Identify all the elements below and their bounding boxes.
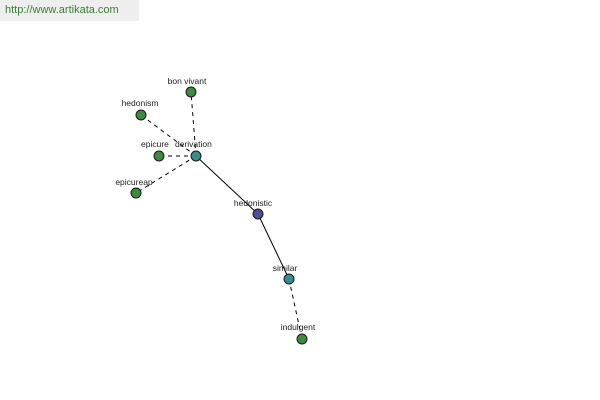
node-label-derivation[interactable]: derivation — [175, 139, 212, 149]
edge-similar-indulgent — [288, 278, 303, 340]
watermark-banner: http://www.artikata.com — [0, 0, 139, 21]
edge-derivation-epicureap — [135, 155, 197, 194]
node-label-hedonistic[interactable]: hedonistic — [234, 198, 273, 208]
node-hedonism[interactable] — [135, 109, 147, 121]
edge-derivation-hedonistic — [195, 155, 259, 215]
node-derivation[interactable] — [190, 150, 202, 162]
edge-derivation-bon-vivant — [190, 91, 197, 157]
node-epicureap[interactable] — [130, 187, 142, 199]
watermark-link[interactable]: http://www.artikata.com — [5, 4, 119, 16]
edge-derivation-hedonism — [140, 114, 197, 157]
node-indulgent[interactable] — [296, 333, 308, 345]
node-similar[interactable] — [283, 273, 295, 285]
labels-layer: bon vivant hedonism epicure derivation epicu… — [115, 76, 316, 332]
edges-layer — [135, 91, 303, 340]
node-bon-vivant[interactable] — [185, 86, 197, 98]
node-label-bon-vivant[interactable]: bon vivant — [168, 76, 207, 86]
node-epicure[interactable] — [153, 150, 165, 162]
node-hedonistic[interactable] — [252, 208, 264, 220]
node-label-epicureap[interactable]: epicureap — [115, 177, 153, 187]
node-label-similar[interactable]: similar — [273, 263, 298, 273]
edge-hedonistic-similar — [257, 213, 290, 280]
node-label-hedonism[interactable]: hedonism — [122, 98, 159, 108]
node-label-epicure[interactable]: epicure — [141, 139, 169, 149]
node-label-indulgent[interactable]: indulgent — [281, 322, 316, 332]
nodes-layer — [130, 86, 308, 345]
